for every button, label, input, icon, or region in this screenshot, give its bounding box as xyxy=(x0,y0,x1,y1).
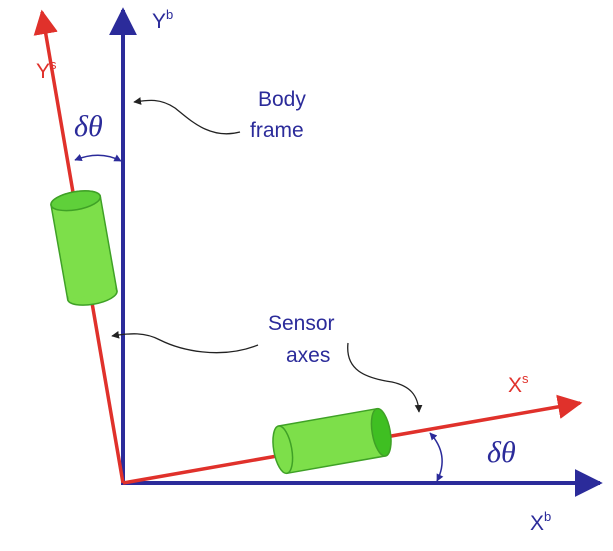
sensor-axes-label-line1: Sensor xyxy=(268,312,335,335)
sensor-y-label: Ys xyxy=(36,57,57,83)
delta-theta-bottom: δθ xyxy=(487,436,516,469)
angle-arc-top xyxy=(74,154,122,162)
sensor-cylinder-x xyxy=(272,407,392,475)
sensor-axes-leader-left xyxy=(111,330,259,354)
body-frame-leader xyxy=(133,97,241,135)
body-frame-label-line2: frame xyxy=(250,119,304,142)
sensor-axes-label-line2: axes xyxy=(286,344,330,367)
sensor-x-label: Xs xyxy=(508,371,529,397)
angle-arc-bottom xyxy=(429,432,444,482)
body-frame-label-line1: Body xyxy=(258,88,306,111)
body-y-label: Yb xyxy=(152,7,173,33)
body-x-label: Xb xyxy=(530,509,551,535)
delta-theta-top: δθ xyxy=(74,110,103,143)
sensor-axes-leader-right xyxy=(347,342,423,413)
sensor-cylinder-y xyxy=(50,190,118,306)
